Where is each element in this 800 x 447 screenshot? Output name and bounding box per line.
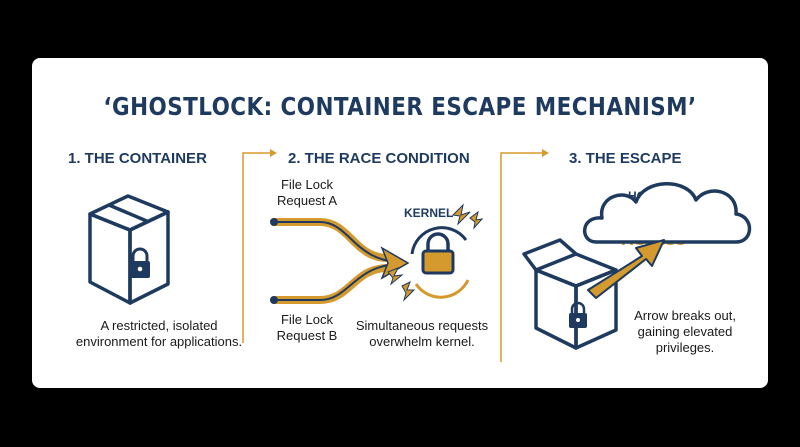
escape-description-line2: gaining elevated (637, 324, 733, 339)
box-icon (88, 194, 170, 305)
kernel-lock-icon (410, 226, 470, 299)
race-description-line2: overwhelm kernel. (369, 334, 475, 349)
escape-description-line3: privileges. (655, 340, 715, 355)
cloud-icon (582, 182, 752, 244)
lightning-icon (387, 203, 484, 302)
request-b-line1: File Lock (280, 312, 334, 327)
escape-description: Arrow breaks out, gaining elevated privi… (620, 308, 750, 356)
open-box-icon (522, 238, 618, 350)
padlock-icon (130, 247, 150, 278)
request-a-line2: Request A (277, 193, 337, 208)
heading-escape: 3. THE ESCAPE (569, 150, 682, 167)
request-a-label: File Lock Request A (272, 177, 342, 209)
heading-race-condition: 2. THE RACE CONDITION (288, 150, 470, 167)
request-a-line1: File Lock (280, 177, 334, 192)
container-description: A restricted, isolated environment for a… (54, 318, 264, 350)
container-description-line1: A restricted, isolated (100, 318, 218, 333)
diagram-artwork (88, 149, 752, 362)
escape-arrow-icon (587, 239, 665, 299)
request-b-line2: Request B (276, 328, 338, 343)
heading-container: 1. THE CONTAINER (68, 150, 207, 167)
merging-arrows-icon (270, 218, 410, 304)
diagram-title: ‘GHOSTLOCK: CONTAINER ESCAPE MECHANISM’ (103, 92, 697, 121)
connector-1-2 (242, 149, 277, 343)
connector-2-3 (500, 149, 549, 362)
container-description-line2: environment for applications. (75, 334, 243, 349)
request-b-label: File Lock Request B (272, 312, 342, 344)
race-description: Simultaneous requests overwhelm kernel. (347, 318, 497, 350)
escape-description-line1: Arrow breaks out, (634, 308, 736, 323)
race-description-line1: Simultaneous requests (355, 318, 489, 333)
diagram-card: ‘GHOSTLOCK: CONTAINER ESCAPE MECHANISM’ … (32, 58, 768, 388)
kernel-label: KERNEL (404, 206, 454, 220)
escape-padlock-icon (569, 301, 587, 328)
